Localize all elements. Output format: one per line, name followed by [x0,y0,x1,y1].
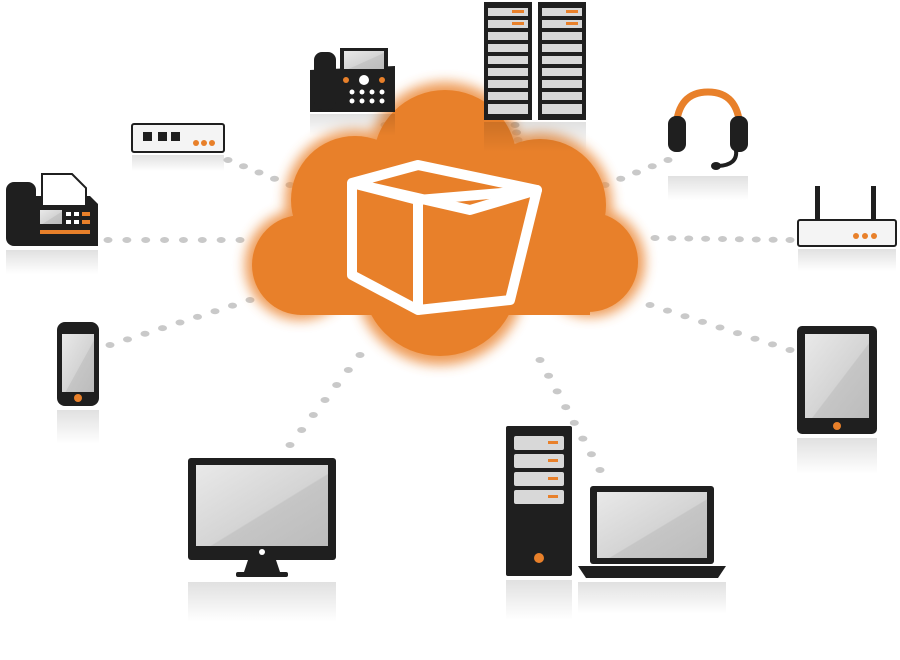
tower-pc-icon [506,426,572,620]
connector-dot [197,237,207,243]
connector-dot [103,237,113,243]
connector-dot [216,237,226,243]
connector-dot [701,235,711,242]
connector-dot [228,302,237,309]
connector-dot [768,341,777,348]
connector-dot [285,442,295,448]
desk-phone-icon [310,48,395,136]
connector-dot [768,236,778,243]
connector-dot [751,236,761,243]
monitor-icon [188,458,336,622]
connector-dot [160,237,170,243]
connector-dot [718,236,727,242]
cloud-box-icon [245,82,645,365]
connector-dot [122,237,132,243]
connector-dot [578,435,588,442]
connector-dot [239,163,248,170]
connector-dot [698,318,707,325]
connector-dot [123,336,132,343]
connector-dot [332,382,342,388]
connector-dot [141,237,151,243]
connector-dot [193,313,202,320]
connector-dot [178,237,188,243]
connector-dot [320,397,330,403]
connector-dot [684,235,694,242]
connector-dot [297,427,307,433]
connector-dot [235,237,245,243]
connector-dot [595,467,605,473]
connector-dot [175,319,185,326]
connector-dot [663,157,673,163]
tablet-icon [797,326,877,474]
modem-icon [131,123,225,171]
laptop-icon [578,486,726,614]
connector-dot [785,347,795,353]
connector-dot [616,175,626,182]
server-rack-icon [484,2,586,152]
connector-dot [308,412,318,418]
connector-dot [140,330,150,337]
connector-dot [586,451,596,458]
connector-dot [645,302,655,308]
connector-dot [734,236,744,243]
connector-dot [254,169,264,176]
connector-dot [663,307,672,314]
smartphone-icon [57,322,99,444]
fax-machine-icon [6,173,98,274]
connector-dot [535,357,545,363]
connector-dot [158,325,167,332]
router-icon [797,186,897,271]
connector-lines [103,122,795,473]
connector-dot [561,404,571,411]
headset-icon [668,88,748,200]
connector-dot [355,352,365,358]
connector-dot [569,419,579,426]
connector-dot [785,237,795,243]
connector-dot [667,235,677,242]
connector-dot [680,313,690,320]
connector-dot [544,372,554,379]
connector-dot [650,235,660,241]
connector-dot [270,175,279,182]
connector-dot [552,388,562,395]
connector-dot [750,335,760,342]
connector-dot [733,330,742,337]
connector-dot [105,342,115,348]
connector-dot [223,157,233,163]
connector-dot [343,367,353,373]
connector-dot [715,324,725,331]
connector-dot [632,169,641,176]
connector-dot [210,308,220,315]
connector-dot [647,163,657,170]
connector-dot [245,297,255,303]
